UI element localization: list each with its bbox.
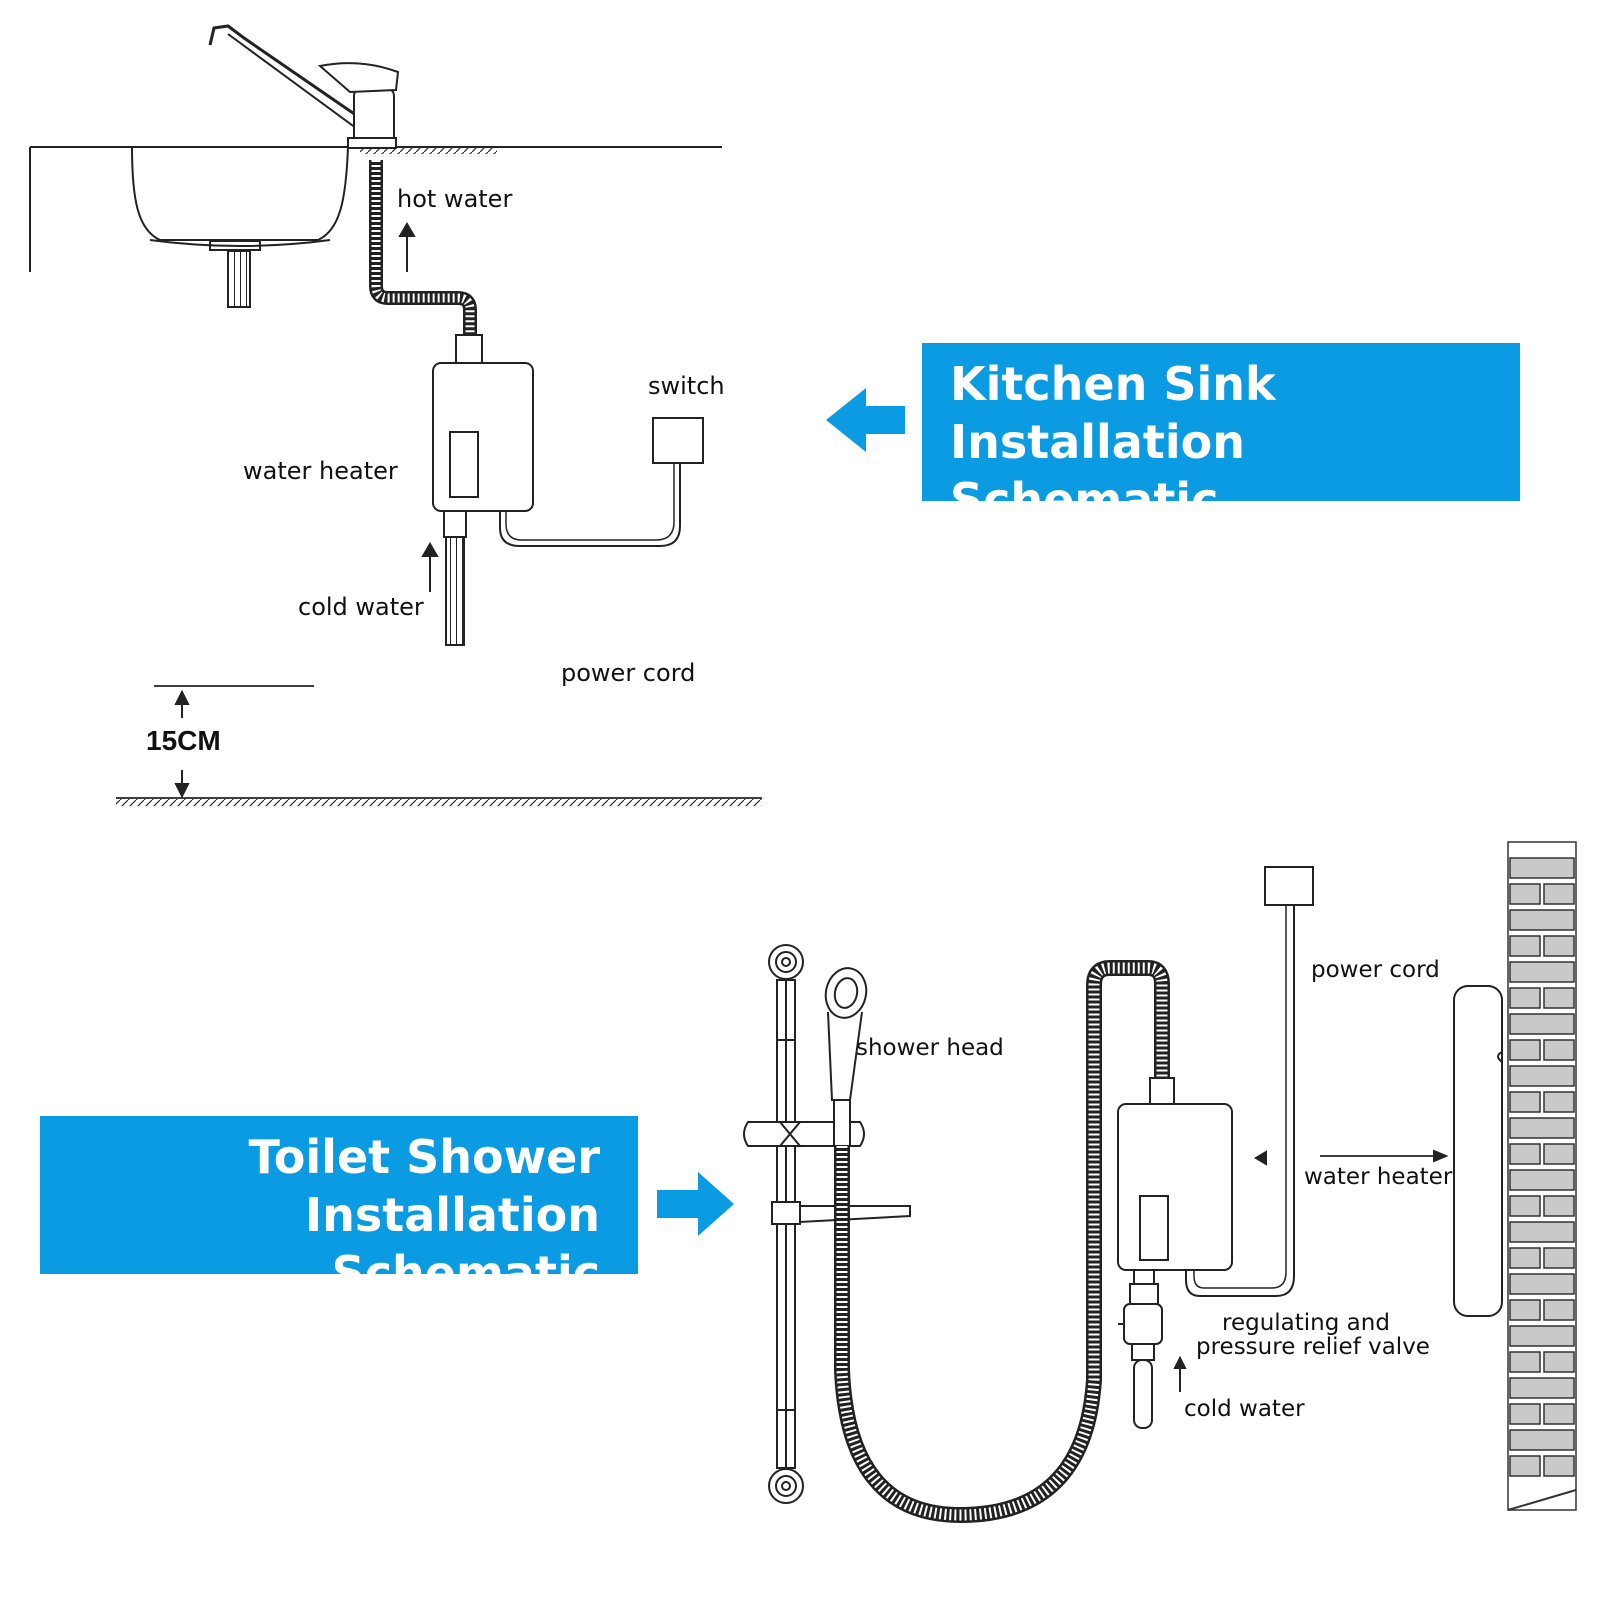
shower-cold-pipe — [1133, 1359, 1153, 1429]
kitchen-pointer-arrow — [826, 388, 905, 452]
shower-slide-rail — [743, 944, 911, 1504]
label-valve-line2: pressure relief valve — [1196, 1334, 1430, 1360]
floor-hatch — [116, 799, 762, 806]
countertop-hatch — [360, 147, 497, 154]
kitchen-switch — [652, 417, 704, 464]
label-shower-head: shower head — [856, 1035, 1004, 1061]
hot-water-fitting — [455, 334, 483, 364]
label-water-heater: water heater — [243, 457, 398, 485]
brick-wall — [1507, 841, 1577, 1511]
label-power-cord: power cord — [561, 659, 696, 687]
kitchen-sink-banner: Kitchen Sink Installation Schematic — [922, 343, 1520, 527]
shower-water-heater — [1117, 1103, 1233, 1271]
shower-heater-display — [1139, 1195, 1169, 1261]
label-cold-water: cold water — [298, 593, 424, 621]
label-shower-water-heater: water heater — [1304, 1164, 1453, 1190]
sink-bowl — [131, 146, 349, 241]
shower-banner-line2: Installation Schematic — [305, 1188, 600, 1300]
label-shower-cold-water: cold water — [1184, 1396, 1305, 1422]
soap-dish — [799, 1205, 911, 1224]
kitchen-banner-line2: Installation Schematic — [950, 415, 1245, 527]
shower-power-cord — [1185, 905, 1295, 1297]
shower-pointer-arrow — [657, 1172, 734, 1236]
heater-display — [449, 431, 479, 498]
wall-unit — [1453, 985, 1503, 1317]
label-valve-line1: regulating and — [1222, 1310, 1390, 1336]
label-height-15cm: 15CM — [146, 725, 221, 756]
label-shower-power-cord: power cord — [1311, 957, 1440, 983]
cold-water-pipe — [445, 536, 465, 646]
shower-schematic — [657, 841, 1577, 1524]
kitchen-power-cord — [499, 463, 681, 547]
faucet — [208, 24, 400, 149]
pressure-relief-valve — [1118, 1269, 1163, 1361]
label-switch: switch — [648, 372, 725, 400]
kitchen-schematic — [29, 24, 905, 806]
cold-water-fitting — [443, 510, 467, 538]
kitchen-water-heater — [432, 362, 534, 512]
shower-switch — [1264, 866, 1314, 906]
shower-banner-line1: Toilet Shower — [248, 1130, 600, 1184]
drain-pipe — [227, 250, 251, 308]
kitchen-banner-line1: Kitchen Sink — [950, 357, 1276, 411]
label-hot-water: hot water — [397, 185, 513, 213]
toilet-shower-banner: Toilet Shower Installation Schematic — [40, 1116, 638, 1300]
